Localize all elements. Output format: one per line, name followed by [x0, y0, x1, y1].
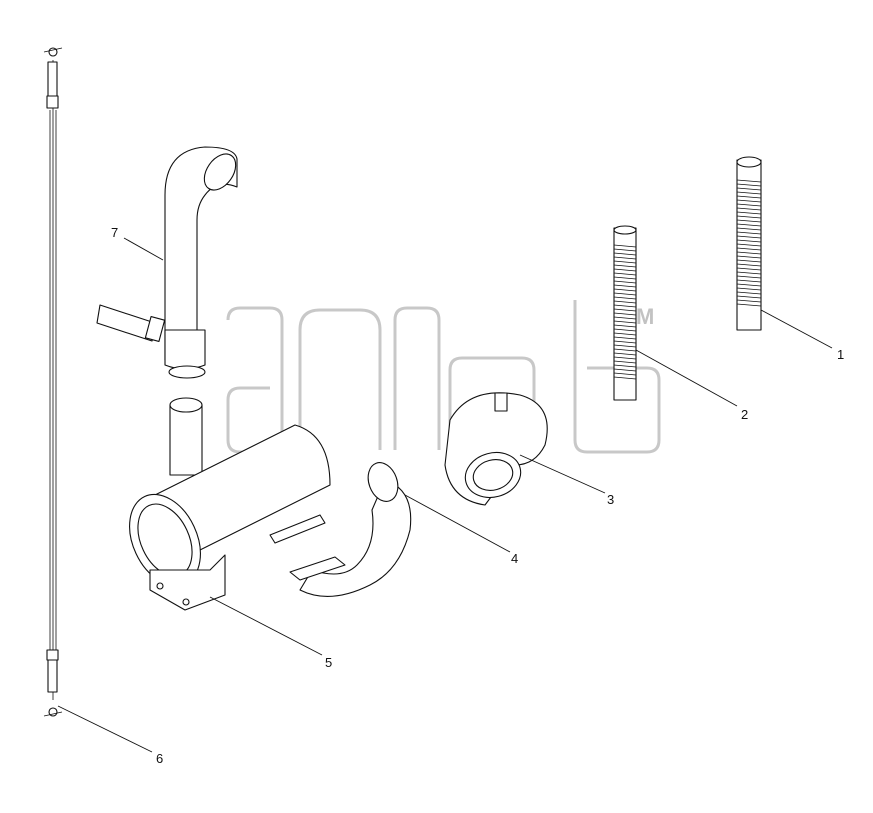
hose-rib	[613, 268, 637, 272]
hose-rib	[736, 255, 762, 259]
hose-rib	[736, 223, 762, 227]
hose-rib	[736, 191, 762, 195]
hose-rib	[613, 308, 637, 312]
hose-rib	[613, 328, 637, 332]
hose-rib	[613, 252, 637, 256]
leader-1	[760, 309, 833, 349]
hose-rib	[613, 324, 637, 328]
hose-rib	[736, 179, 762, 183]
hose-rib	[613, 348, 637, 352]
hose-rib	[736, 199, 762, 203]
callout-4: 4	[511, 551, 518, 566]
hose-rib	[736, 183, 762, 187]
callout-1: 1	[837, 347, 844, 362]
muffler	[129, 397, 331, 611]
hose-rib	[736, 219, 762, 223]
hose-rib	[736, 247, 762, 251]
hose-rib	[736, 231, 762, 235]
exhaust-pipe-bend	[289, 462, 412, 597]
hose-rib	[736, 211, 762, 215]
hose-rib	[613, 364, 637, 368]
exhaust-stack	[96, 146, 238, 379]
hose-rib	[736, 283, 762, 287]
hose-rib	[736, 295, 762, 299]
hose-rib	[736, 271, 762, 275]
callout-5: 5	[325, 655, 332, 670]
hose-rib	[613, 288, 637, 292]
hose-rib	[736, 279, 762, 283]
callout-2: 2	[741, 407, 748, 422]
hose-rib	[736, 203, 762, 207]
callout-6: 6	[156, 751, 163, 766]
hose-rib	[736, 275, 762, 279]
hose-rib	[613, 372, 637, 376]
hose-rib	[613, 256, 637, 260]
hose-rib	[613, 276, 637, 280]
hose-rib	[736, 243, 762, 247]
hose-rib	[613, 332, 637, 336]
hose-rib	[736, 263, 762, 267]
leader-3	[519, 454, 606, 494]
hose-rib	[613, 312, 637, 316]
hose-rib	[613, 352, 637, 356]
elbow-with-nipple	[444, 392, 548, 506]
hose-rib	[613, 292, 637, 296]
hose-rib	[736, 287, 762, 291]
hose-rib	[736, 251, 762, 255]
hose-rib	[736, 291, 762, 295]
leader-7	[123, 237, 164, 261]
watermark-logo: M	[226, 300, 661, 454]
hose-rib	[613, 244, 637, 248]
hose-rib	[613, 248, 637, 252]
corrugated-hose-long	[736, 156, 762, 331]
hose-rib	[613, 376, 637, 380]
hose-rib	[613, 296, 637, 300]
corrugated-hose-short	[613, 225, 637, 401]
hose-rib	[736, 235, 762, 239]
hose-rib	[613, 280, 637, 284]
hose-rib	[736, 259, 762, 263]
leader-4	[404, 494, 511, 553]
callout-3: 3	[607, 492, 614, 507]
tie-rod	[43, 47, 63, 717]
hose-rib	[613, 284, 637, 288]
hose-rib	[613, 304, 637, 308]
hose-rib	[613, 260, 637, 264]
hose-rib	[736, 195, 762, 199]
hose-rib	[613, 336, 637, 340]
hose-rib	[736, 215, 762, 219]
hose-rib	[613, 300, 637, 304]
hose-rib	[736, 187, 762, 191]
hose-rib	[613, 368, 637, 372]
hose-rib	[613, 320, 637, 324]
hose-rib	[736, 227, 762, 231]
hose-rib	[613, 360, 637, 364]
hose-rib	[736, 299, 762, 303]
hose-rib	[736, 239, 762, 243]
hose-rib	[613, 344, 637, 348]
leader-2	[635, 349, 738, 407]
hose-rib	[613, 356, 637, 360]
hose-rib	[613, 340, 637, 344]
hose-rib	[736, 207, 762, 211]
hose-rib	[736, 303, 762, 307]
callout-7: 7	[111, 225, 118, 240]
leader-6	[57, 705, 153, 753]
hose-rib	[613, 264, 637, 268]
leader-5	[209, 596, 323, 656]
hose-rib	[613, 272, 637, 276]
hose-rib	[736, 267, 762, 271]
watermark-m: M	[636, 304, 654, 329]
hose-rib	[613, 316, 637, 320]
